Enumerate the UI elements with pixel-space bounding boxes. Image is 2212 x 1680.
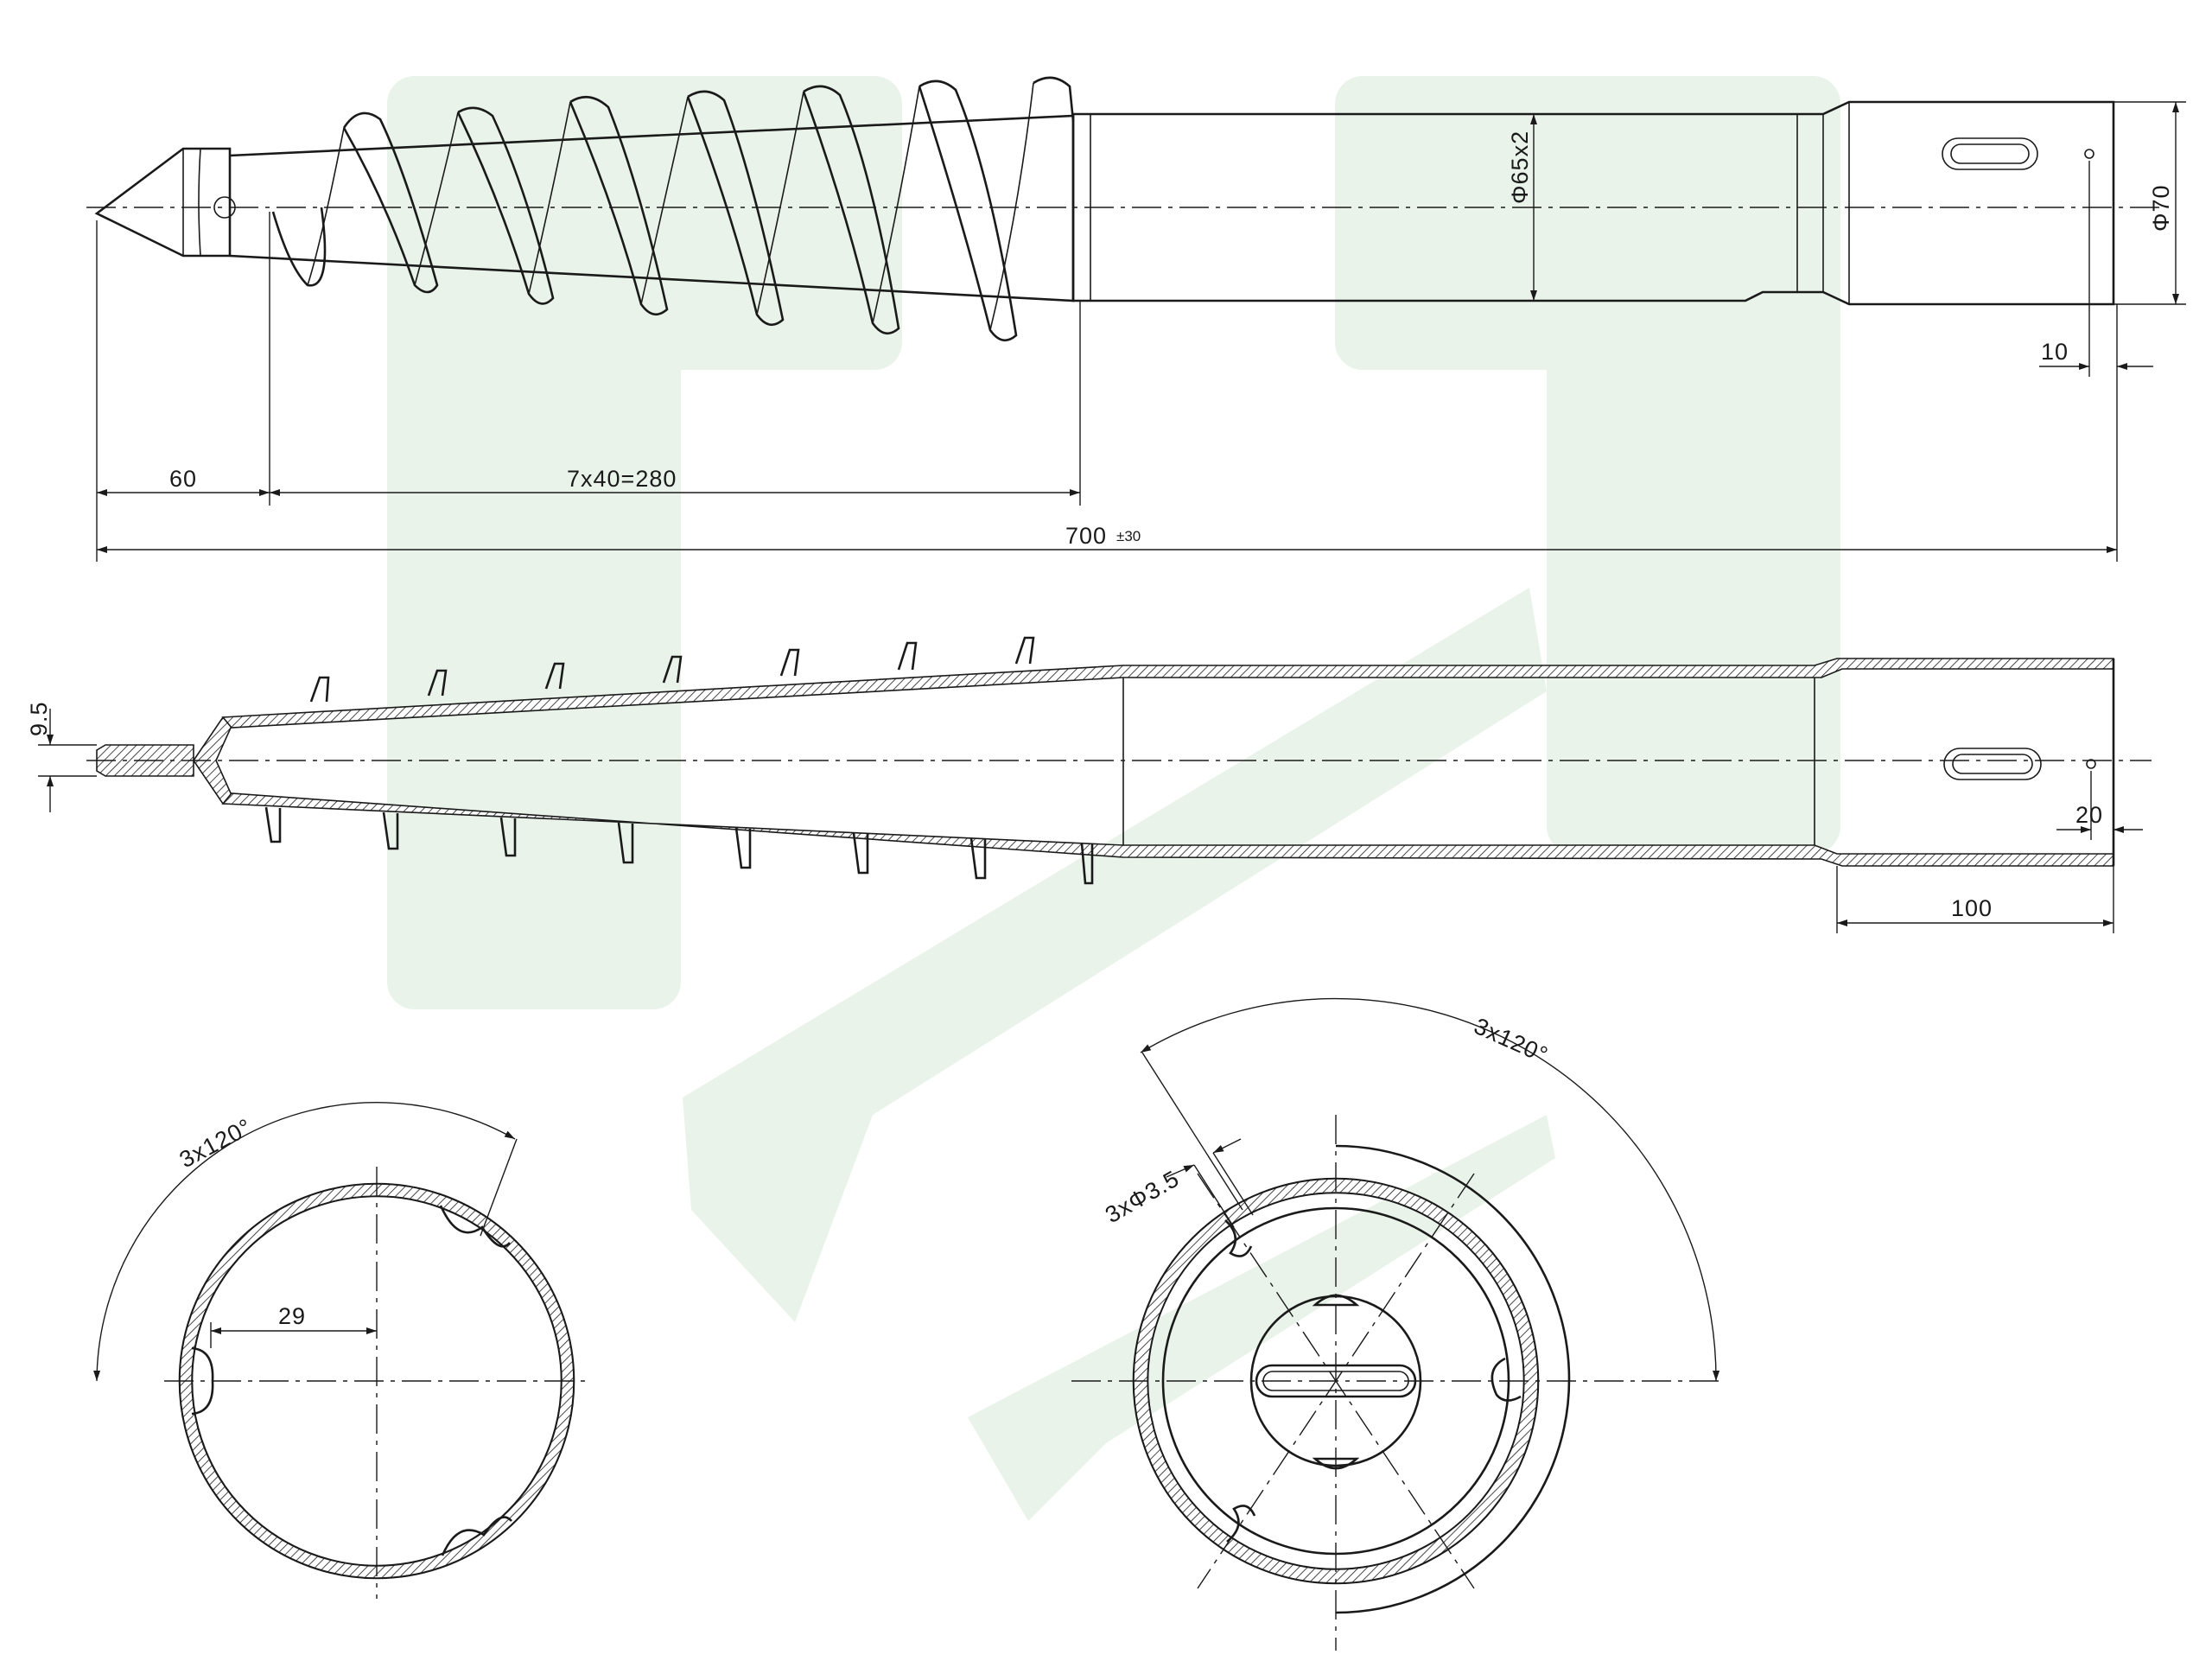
dim-slot-offset-top: 10 bbox=[2041, 339, 2069, 365]
upper-fins bbox=[309, 636, 1035, 703]
dim-tip-width: 9.5 bbox=[26, 701, 52, 736]
dim-total-tolerance: ±30 bbox=[1116, 528, 1141, 544]
dim-total-length: 700 bbox=[1065, 523, 1107, 549]
dim-right-angle: 3x120° bbox=[1471, 1013, 1553, 1068]
dim-tip-length: 60 bbox=[169, 466, 197, 492]
dim-head-length: 100 bbox=[1951, 895, 1993, 921]
dim-left-width: 29 bbox=[278, 1303, 306, 1329]
dim-hole-spec: 3xΦ3.5 bbox=[1101, 1165, 1184, 1228]
dim-head-diameter: Φ70 bbox=[2148, 184, 2174, 232]
dim-tube-section: Φ65x2 bbox=[1507, 130, 1533, 204]
lower-fins bbox=[264, 806, 1094, 885]
helix-flights bbox=[271, 76, 1075, 342]
right-end-view: 3x120° 3xΦ3.5 bbox=[1071, 997, 1720, 1651]
left-end-view: 29 3x120° bbox=[93, 1102, 588, 1599]
dim-left-angle: 3x120° bbox=[175, 1113, 257, 1173]
dim-helix-pitch: 7x40=280 bbox=[567, 466, 677, 492]
top-view: 60 7x40=280 700 ±30 Φ65x2 Φ70 10 bbox=[86, 76, 2186, 562]
dim-slot-offset-side: 20 bbox=[2075, 802, 2103, 828]
watermark-logo bbox=[387, 76, 1840, 1521]
section-view: 9.5 20 100 bbox=[26, 636, 2152, 933]
